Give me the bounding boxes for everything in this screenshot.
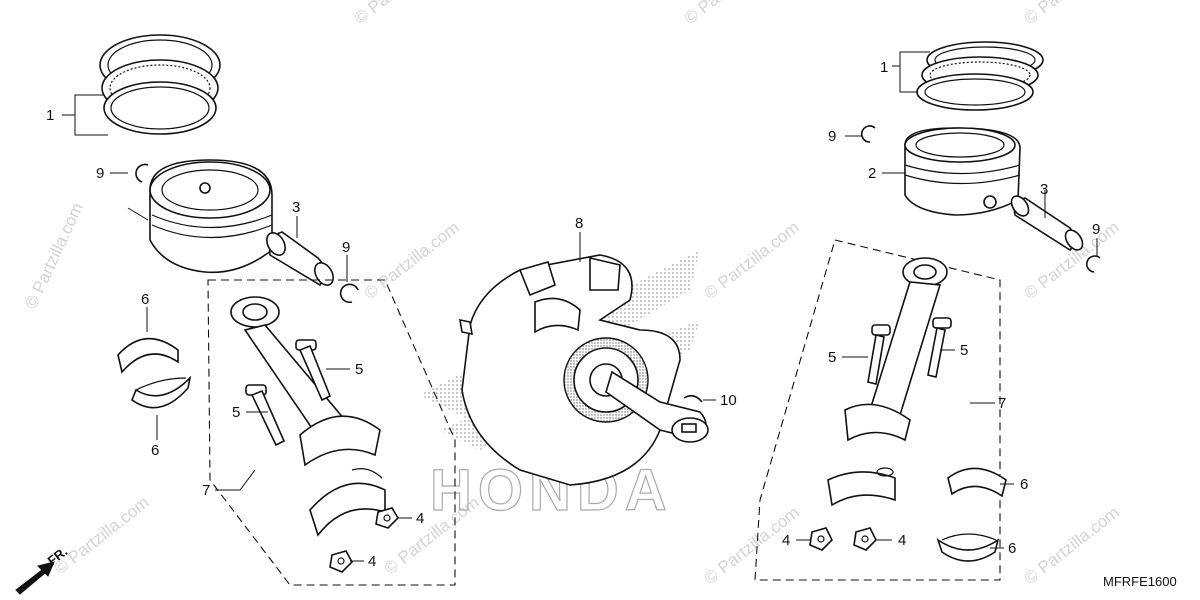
watermark: © Partzilla.com <box>21 200 87 312</box>
rod-nut-right-1[interactable] <box>809 527 833 551</box>
diagram-code: MFRFE1600 <box>1103 574 1177 589</box>
callout-6-left-1[interactable]: 6 <box>141 291 149 308</box>
piston-clip-left-2[interactable] <box>339 283 359 304</box>
rod-nut-left-2[interactable] <box>329 550 353 573</box>
rod-cap-right[interactable] <box>827 467 896 507</box>
callout-8[interactable]: 8 <box>575 215 583 232</box>
rod-nut-left-1[interactable] <box>375 507 400 529</box>
watermark: © Partzilla.com <box>701 218 803 304</box>
piston-left[interactable] <box>149 159 273 274</box>
callout-5-left-2[interactable]: 5 <box>232 404 240 421</box>
connecting-rod-right[interactable] <box>844 257 948 442</box>
callout-1-left[interactable]: 1 <box>46 107 54 124</box>
piston-pin-right[interactable] <box>1008 193 1086 253</box>
callout-5-left-1[interactable]: 5 <box>355 361 363 378</box>
bearing-shell-left-lower[interactable] <box>131 375 192 409</box>
piston-clip-right-2[interactable] <box>1085 255 1101 273</box>
callout-6-right-1[interactable]: 6 <box>1020 476 1028 493</box>
callout-3-left[interactable]: 3 <box>292 199 300 216</box>
front-arrow-icon <box>15 561 55 595</box>
rod-bolt-left-2[interactable] <box>245 384 286 447</box>
rod-bolt-left-1[interactable] <box>295 339 332 402</box>
watermark: © Partzilla.com <box>1021 0 1123 28</box>
callout-9-left-2[interactable]: 9 <box>342 239 350 256</box>
piston-rings-right[interactable] <box>916 41 1044 111</box>
watermark: © Partzilla.com <box>51 493 153 579</box>
woodruff-key[interactable] <box>683 394 703 403</box>
bearing-shell-left-upper[interactable] <box>117 337 179 374</box>
piston-clip-right-1[interactable] <box>860 125 876 143</box>
callout-4-left-1[interactable]: 4 <box>416 510 424 527</box>
bearing-shell-right-upper[interactable] <box>947 467 1007 498</box>
connecting-rod-left[interactable] <box>230 296 381 467</box>
callout-9-right-1[interactable]: 9 <box>828 128 836 145</box>
rod-nut-right-2[interactable] <box>853 527 877 551</box>
rod-bolt-right-2[interactable] <box>927 317 952 378</box>
callout-4-left-2[interactable]: 4 <box>368 553 376 570</box>
callout-5-right-1[interactable]: 5 <box>828 349 836 366</box>
leader-lines <box>62 51 1098 562</box>
crankshaft[interactable] <box>459 254 709 486</box>
rod-bolt-right-1[interactable] <box>867 324 891 385</box>
piston-right[interactable] <box>904 127 1021 216</box>
callout-7-left[interactable]: 7 <box>202 482 210 499</box>
watermark: © Partzilla.com <box>351 0 453 28</box>
callout-5-right-2[interactable]: 5 <box>960 342 968 359</box>
callout-9-left-1[interactable]: 9 <box>96 165 104 182</box>
bearing-shell-right-lower[interactable] <box>936 533 1000 562</box>
callout-10[interactable]: 10 <box>720 392 737 409</box>
callout-1-right[interactable]: 1 <box>880 59 888 76</box>
callout-4-right-1[interactable]: 4 <box>782 532 790 549</box>
rod-cap-left[interactable] <box>309 468 386 537</box>
callout-labels: 1 1 2 3 3 4 4 4 4 5 5 5 5 6 6 6 6 7 7 8 … <box>46 59 1100 570</box>
callout-7-right[interactable]: 7 <box>998 395 1006 412</box>
piston-rings-left[interactable] <box>99 34 221 135</box>
conrod-group-outline-left <box>207 279 456 586</box>
callout-3-right[interactable]: 3 <box>1040 181 1048 198</box>
callout-4-right-2[interactable]: 4 <box>898 532 906 549</box>
callout-2[interactable]: 2 <box>868 165 876 182</box>
callout-6-left-2[interactable]: 6 <box>151 442 159 459</box>
piston-clip-left-1[interactable] <box>135 163 149 183</box>
watermark: © Partzilla.com <box>681 0 783 28</box>
conrod-group-outline-right <box>754 239 1001 581</box>
callout-6-right-2[interactable]: 6 <box>1008 540 1016 557</box>
watermark: © Partzilla.com <box>361 218 463 304</box>
callout-9-right-2[interactable]: 9 <box>1092 221 1100 238</box>
